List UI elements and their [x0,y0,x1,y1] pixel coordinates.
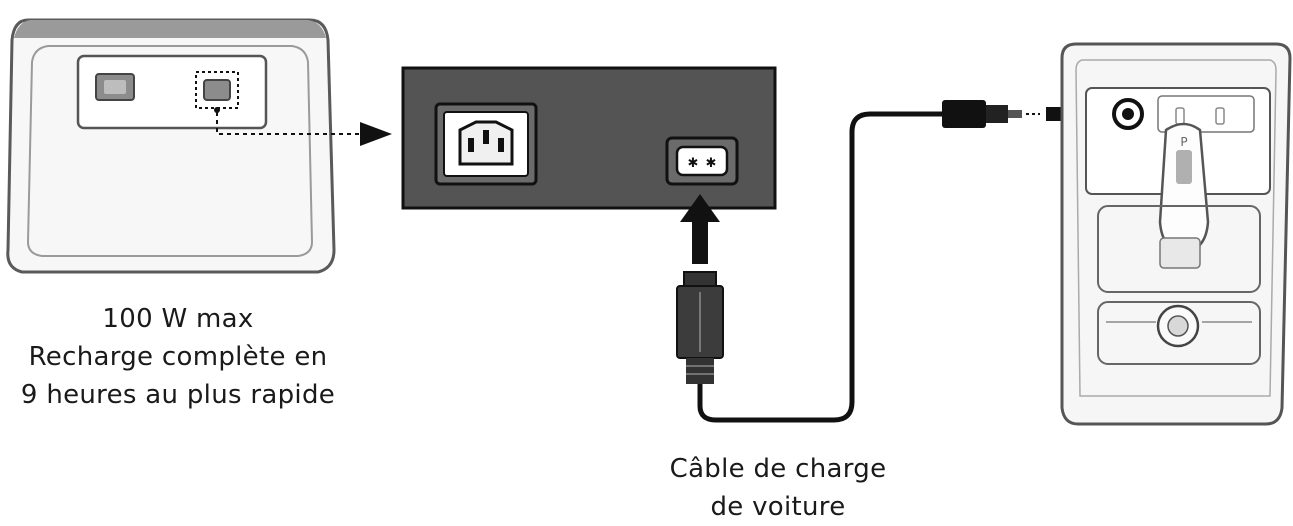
svg-text:✱: ✱ [688,156,699,171]
car-plug-grip [942,100,986,128]
arrow-up-icon [680,194,720,264]
power-station-caption: 100 W max Recharge complète en 9 heures … [0,300,356,414]
power-station [6,18,392,274]
cable-connector-head [683,271,717,287]
power-station-top-band [14,20,326,38]
power-station-dc-port [203,79,231,101]
cable-caption: Câble de charge de voiture [600,450,956,526]
caption-line: Recharge complète en [28,342,328,372]
cable-wire [697,111,942,423]
console-shifter-bay [1097,205,1261,293]
dc-socket-icon [675,145,729,177]
svg-text:✱: ✱ [706,156,717,171]
power-station-face [26,45,314,257]
caption-line: Câble de charge [669,454,887,484]
car-charging-cable [676,100,1040,423]
caption-line: 100 W max [102,304,254,334]
caption-line: de voiture [710,492,846,522]
caption-line: 9 heures au plus rapide [20,380,336,410]
gear-label: P [1180,135,1187,149]
console-dial-tray [1097,301,1261,365]
arrow-right-icon [360,122,392,146]
car-center-console: P [1060,42,1292,426]
cable-strain-relief [686,358,714,384]
port-panel-zoom: ✱ ✱ [401,66,777,210]
